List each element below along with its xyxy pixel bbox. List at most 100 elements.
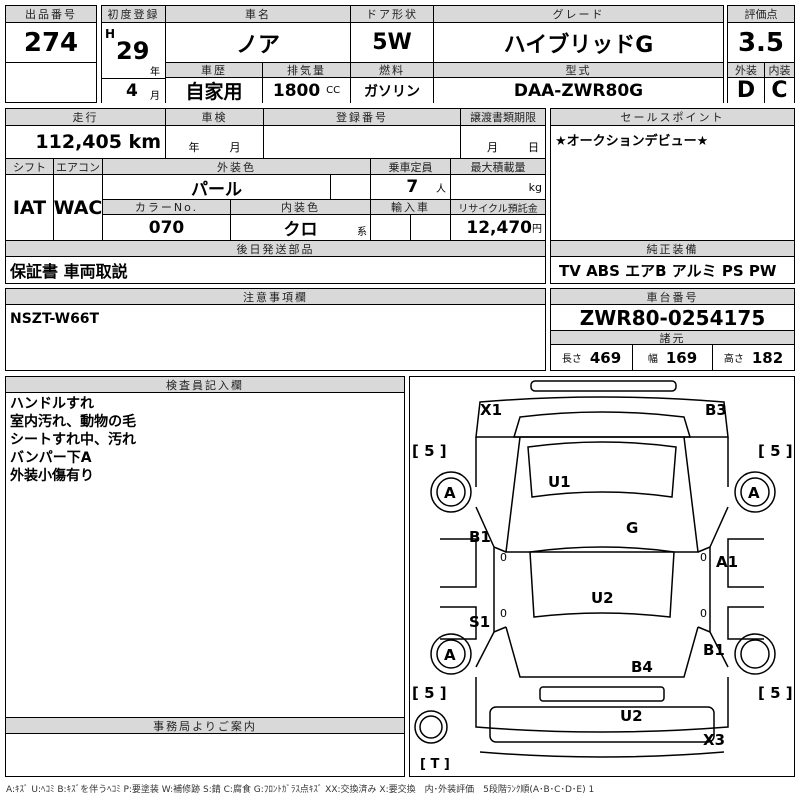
max-load: kg — [451, 175, 546, 200]
tire-mark: A — [444, 484, 456, 502]
zero-mark: 0 — [500, 551, 507, 564]
chassis-number: ZWR80-0254175 — [551, 305, 795, 331]
int-score: C — [765, 78, 795, 103]
sales-point: ★オークションデビュー★ — [551, 126, 795, 241]
damage-mark: U2 — [591, 589, 614, 607]
grade: ハイブリッドG — [434, 23, 724, 63]
tire-tread: [ 5 ] — [758, 684, 793, 702]
int-color-label: 内装色 — [231, 200, 371, 215]
score-value: 3.5 — [728, 23, 795, 63]
shift: IAT — [6, 175, 54, 241]
sales-block: セールスポイント ★オークションデビュー★ 純正装備 TV ABS エアB アル… — [550, 108, 795, 284]
model-label: 型式 — [434, 63, 724, 78]
import-label: 輸入車 — [371, 200, 451, 215]
model-code: DAA-ZWR80G — [434, 78, 724, 103]
aircon: WAC — [54, 175, 103, 241]
month-unit: 月 — [487, 141, 498, 154]
inspector-label: 検査員記入欄 — [6, 377, 405, 393]
lot-box: 出品番号 274 — [5, 5, 97, 103]
reg-number — [264, 126, 461, 159]
shift-label: シフト — [6, 159, 54, 175]
tire-tread: [ 5 ] — [758, 442, 793, 460]
door-label: ドア形状 — [351, 6, 434, 23]
car-name: ノア — [166, 23, 351, 63]
import-b — [411, 215, 451, 241]
legend: A:ｷｽﾞ U:ﾍｺﾐ B:ｷｽﾞを伴うﾍｺﾐ P:要塗装 W:補修跡 S:錆 … — [6, 785, 595, 795]
vehicle-info: 初度登録 車名 ドア形状 グレード H 29 年 4 月 ノア 5W ハイブリッ… — [101, 5, 724, 103]
damage-mark: S1 — [469, 613, 491, 631]
grade-label: グレード — [434, 6, 724, 23]
ext-color-label: 外装色 — [103, 159, 371, 175]
displacement-value: 1800 — [272, 80, 321, 101]
lot-number: 274 — [6, 23, 97, 63]
reg-number-label: 登録番号 — [264, 109, 461, 126]
notes-block: 注意事項欄 NSZT-W66T — [5, 288, 546, 371]
door-type: 5W — [351, 23, 434, 63]
office-notes — [6, 734, 405, 777]
ext-color-extra — [331, 175, 371, 200]
damage-mark: A1 — [716, 553, 739, 571]
office-label: 事務局よりご案内 — [6, 718, 405, 734]
ext-label: 外装 — [728, 63, 765, 78]
inspector-line: ハンドルすれ — [10, 396, 94, 412]
int-label: 内装 — [765, 63, 795, 78]
displacement-label: 排気量 — [263, 63, 351, 78]
zero-mark: 0 — [500, 607, 507, 620]
year-unit: 年 — [150, 67, 160, 78]
height-label: 高さ — [723, 354, 744, 365]
month-unit: 月 — [229, 141, 241, 154]
int-color-value: クロ — [283, 220, 318, 240]
score-box: 評価点 3.5 外装 内装 D C — [727, 5, 795, 103]
damage-mark: U2 — [620, 707, 643, 725]
later-parts-label: 後日発送部品 — [6, 241, 546, 257]
color-no-label: カラーNo. — [103, 200, 231, 215]
recycle-value: 12,470 — [466, 217, 532, 238]
tire-tread: [ 5 ] — [412, 684, 447, 702]
inspector-line: シートすれ中、汚れ — [10, 432, 136, 448]
tread-value: 5 — [424, 684, 435, 702]
ext-color: パール — [103, 175, 331, 200]
capacity-label: 乗車定員 — [371, 159, 451, 175]
ext-score: D — [728, 78, 765, 103]
car-outline — [414, 380, 776, 758]
equipment: TV ABS エアB アルミ PS PW — [551, 257, 795, 284]
damage-mark: X1 — [480, 401, 503, 419]
max-load-label: 最大積載量 — [451, 159, 546, 175]
history-label: 車歴 — [166, 63, 263, 78]
spare-value: T — [430, 757, 440, 772]
tire-mark: A — [748, 484, 760, 502]
color-no: 070 — [103, 215, 231, 241]
height: 182 — [751, 348, 784, 367]
notes: NSZT-W66T — [6, 305, 546, 371]
damage-mark: B3 — [705, 401, 727, 419]
car-name-label: 車名 — [166, 6, 351, 23]
damage-mark: U1 — [548, 473, 571, 491]
first-reg-label: 初度登録 — [102, 6, 166, 23]
fuel-label: 燃料 — [351, 63, 434, 78]
mileage-label: 走行 — [6, 109, 166, 126]
tire-tread: [ 5 ] — [412, 442, 447, 460]
inspector-line: バンパー下A — [10, 450, 92, 466]
spare-tire: [ T ] — [420, 757, 450, 772]
yen-unit: 円 — [532, 224, 542, 235]
day-unit: 日 — [528, 141, 539, 154]
zero-mark: 0 — [700, 551, 707, 564]
displacement: 1800 CC — [263, 78, 351, 103]
tread-value: 5 — [424, 442, 435, 460]
month-unit: 月 — [150, 91, 160, 102]
tread-value: 5 — [770, 442, 781, 460]
damage-mark: B1 — [469, 528, 491, 546]
int-color-unit: 系 — [357, 227, 367, 238]
cc-unit: CC — [326, 85, 341, 96]
inspector-line: 外装小傷有り — [10, 468, 94, 484]
inspection: 年月 — [166, 126, 264, 159]
history: 自家用 — [166, 78, 263, 103]
inspector-block: 検査員記入欄 ハンドルすれ 室内汚れ、動物の毛 シートすれ中、汚れ バンパー下A… — [5, 376, 405, 718]
length: 469 — [589, 348, 622, 367]
aircon-label: エアコン — [54, 159, 103, 175]
reg-year: 29 — [116, 37, 150, 65]
